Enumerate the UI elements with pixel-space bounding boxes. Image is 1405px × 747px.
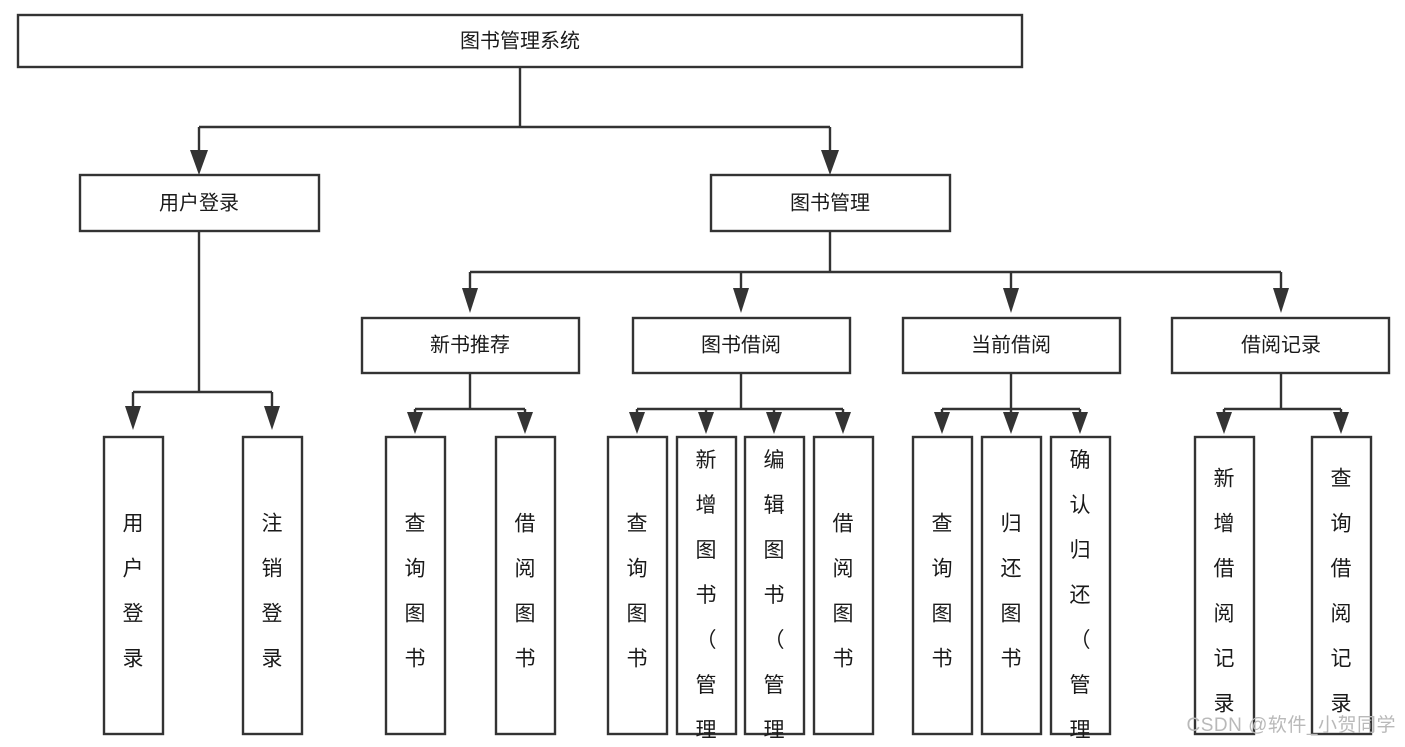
node-borrow-record[interactable]: 借阅记录 [1170,316,1391,375]
leaf-node-query-record[interactable]: 查询借阅记录 [1310,435,1373,736]
leaf-node-user-logout[interactable]: 注销登录 [241,435,304,736]
leaf-add-book-label: 新增图书（管理员） [696,449,717,747]
leaf-query-record-label: 查询借阅记录 [1331,468,1352,716]
leaf-query-book-3-label: 查询图书 [932,513,953,671]
leaf-borrow-book-1-label: 借阅图书 [515,513,536,671]
node-borrow-record-box[interactable] [1170,316,1391,375]
leaf-query-book-2-label: 查询图书 [627,513,648,671]
arrow-head-current-borrow [1003,288,1019,313]
leaf-query-book-1-label: 查询图书 [405,513,426,671]
leaf-query-book-2-box[interactable] [606,435,669,736]
leaf-confirm-return-label: 确认归还（管理员） [1070,449,1091,747]
leaf-node-confirm-return[interactable]: 确认归还（管理员） [1049,435,1112,747]
arrow-head-leaf-query-record [1333,412,1349,434]
leaf-user-logout-label: 注销登录 [262,513,283,671]
node-user-login[interactable]: 用户登录 [78,173,321,233]
connector-layer [125,67,1349,434]
node-current-borrow-label: 当前借阅 [971,333,1051,356]
leaf-borrow-book-1-box[interactable] [494,435,557,736]
node-root-label: 图书管理系统 [460,29,580,52]
leaf-edit-book-label: 编辑图书（管理员） [764,449,785,747]
node-current-borrow-box[interactable] [901,316,1122,375]
leaf-node-add-book[interactable]: 新增图书（管理员） [675,435,738,747]
node-root[interactable]: 图书管理系统 [16,13,1024,69]
node-book-borrow-box[interactable] [631,316,852,375]
node-root-box[interactable] [16,13,1024,69]
leaf-node-borrow-book-1[interactable]: 借阅图书 [494,435,557,736]
arrow-head-leaf-query-book-3 [934,412,950,434]
node-book-borrow[interactable]: 图书借阅 [631,316,852,375]
arrow-head-leaf-query-book-2 [629,412,645,434]
arrow-head-book-borrow [733,288,749,313]
arrow-head-leaf-borrow-book-1 [517,412,533,434]
leaf-add-book-box[interactable] [675,435,738,736]
node-book-manage[interactable]: 图书管理 [709,173,952,233]
leaf-query-book-1-box[interactable] [384,435,447,736]
leaf-user-login-label: 用户登录 [123,513,144,671]
arrow-head-new-book-recommend [462,288,478,313]
leaf-add-record-box[interactable] [1193,435,1256,736]
arrow-head-leaf-user-login [125,406,141,430]
leaf-node-add-record[interactable]: 新增借阅记录 [1193,435,1256,736]
leaf-node-edit-book[interactable]: 编辑图书（管理员） [743,435,806,747]
leaf-return-book-box[interactable] [980,435,1043,736]
node-new-book-recommend[interactable]: 新书推荐 [360,316,581,375]
arrow-head-book-manage [821,150,839,175]
leaf-node-user-login[interactable]: 用户登录 [102,435,165,736]
node-book-borrow-label: 图书借阅 [701,333,781,356]
leaf-query-record-box[interactable] [1310,435,1373,736]
arrow-head-leaf-query-book-1 [407,412,423,434]
node-book-manage-label: 图书管理 [790,191,870,214]
leaf-confirm-return-box[interactable] [1049,435,1112,736]
leaf-borrow-book-2-label: 借阅图书 [833,513,854,671]
leaf-user-login-box[interactable] [102,435,165,736]
leaf-edit-book-box[interactable] [743,435,806,736]
arrow-head-leaf-add-record [1216,412,1232,434]
node-current-borrow[interactable]: 当前借阅 [901,316,1122,375]
node-user-login-label: 用户登录 [159,191,239,214]
leaf-node-borrow-book-2[interactable]: 借阅图书 [812,435,875,736]
arrow-head-leaf-return-book [1003,412,1019,434]
leaf-user-logout-box[interactable] [241,435,304,736]
arrow-head-borrow-record [1273,288,1289,313]
leaf-return-book-label: 归还图书 [1001,513,1022,671]
node-new-book-recommend-box[interactable] [360,316,581,375]
watermark-label: CSDN @软件_小贺同学 [1187,714,1396,736]
leaf-node-query-book-3[interactable]: 查询图书 [911,435,974,736]
arrow-head-leaf-confirm-return [1072,412,1088,434]
leaf-node-query-book-1[interactable]: 查询图书 [384,435,447,736]
leaf-node-query-book-2[interactable]: 查询图书 [606,435,669,736]
arrow-head-leaf-user-logout [264,406,280,430]
arrow-head-leaf-edit-book [766,412,782,434]
node-user-login-box[interactable] [78,173,321,233]
node-book-manage-box[interactable] [709,173,952,233]
leaf-add-record-label: 新增借阅记录 [1214,468,1235,716]
leaf-node-return-book[interactable]: 归还图书 [980,435,1043,736]
arrow-head-leaf-borrow-book-2 [835,412,851,434]
leaf-borrow-book-2-box[interactable] [812,435,875,736]
leaf-query-book-3-box[interactable] [911,435,974,736]
arrow-head-leaf-add-book [698,412,714,434]
arrow-head-user-login [190,150,208,175]
node-borrow-record-label: 借阅记录 [1241,333,1321,356]
node-new-book-recommend-label: 新书推荐 [430,333,510,356]
